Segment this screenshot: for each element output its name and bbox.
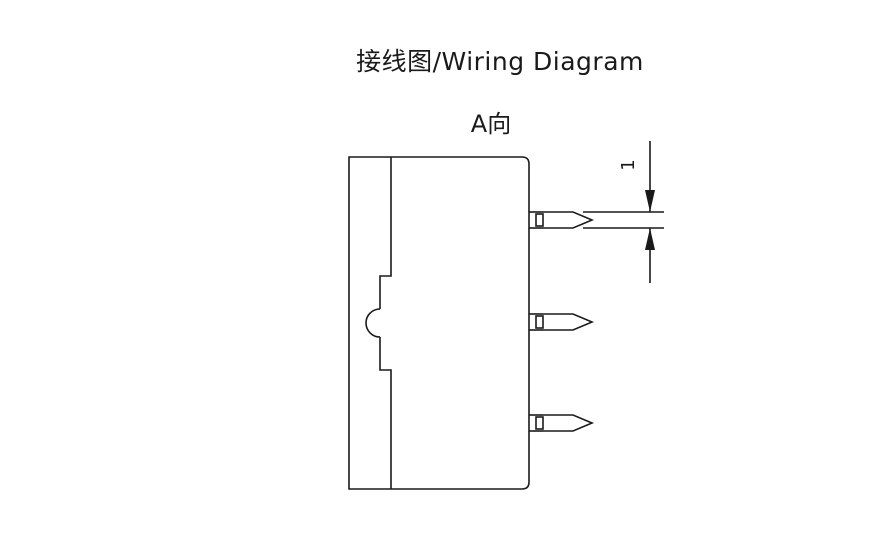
pin-middle [529,313,595,331]
body-notch [365,308,381,338]
body-divider-lower [379,337,392,489]
pin-bottom [529,414,595,432]
dimension-arrow-down-icon [645,190,655,212]
dimension-pin-thickness: 1 [583,141,664,283]
body-outline [348,156,530,490]
dimension-value: 1 [618,159,639,170]
diagram-title: 接线图/Wiring Diagram [356,47,644,76]
body-divider-upper [379,157,392,309]
component-body [348,156,530,490]
view-direction-label: A向 [470,110,512,138]
dimension-arrow-up-icon [645,228,655,250]
pin-top [529,211,595,229]
